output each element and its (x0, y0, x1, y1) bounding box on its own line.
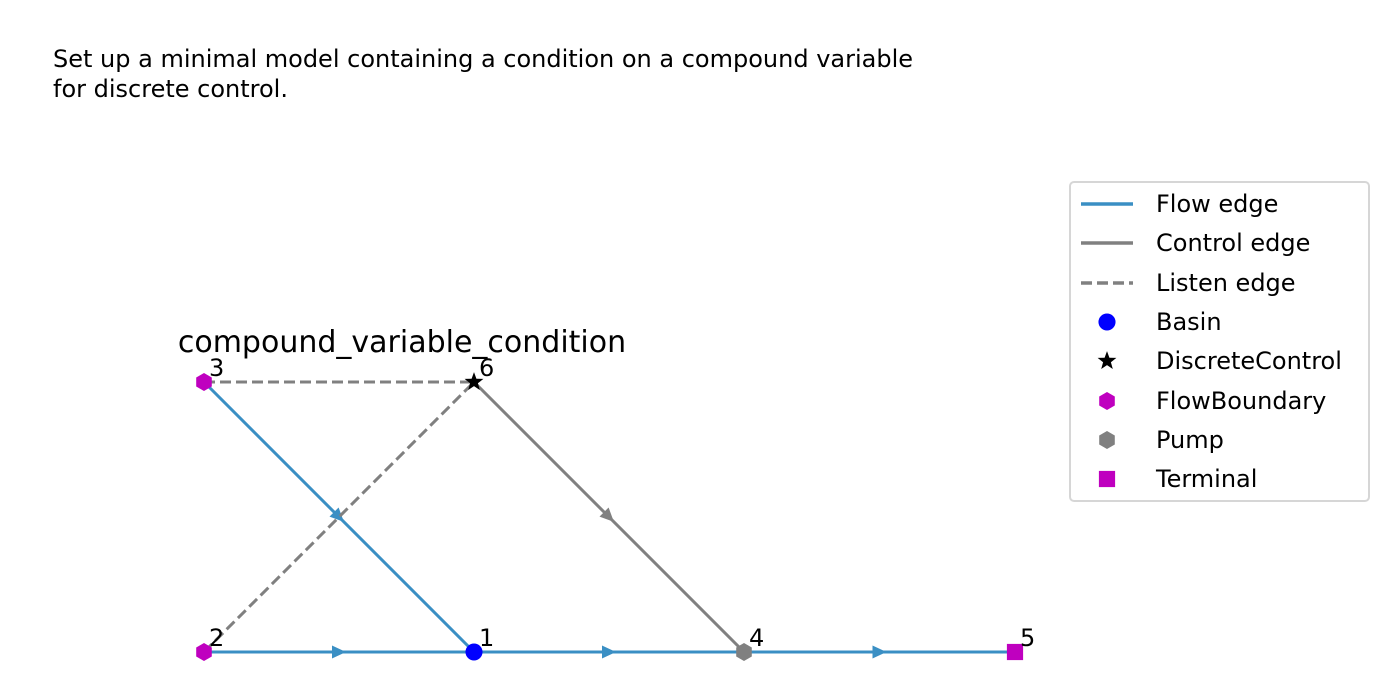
legend-item-listen-edge: Listen edge (1071, 268, 1368, 298)
network-diagram: compound_variable_condition 1 2 3 4 5 6 (178, 325, 1035, 661)
legend-symbol-control-line (1081, 241, 1133, 246)
legend-item-flow-edge: Flow edge (1071, 189, 1368, 219)
discretecontrol-marker-sample (1097, 351, 1117, 370)
legend-item-flowboundary: FlowBoundary (1071, 386, 1368, 416)
legend-label: Pump (1156, 425, 1224, 454)
diagram-title: compound_variable_condition (178, 325, 626, 360)
flow-edge-arrow-1-4 (602, 645, 616, 659)
basin-marker-sample (1098, 313, 1116, 331)
edges-layer (202, 380, 1015, 659)
legend-symbol-flow-line (1081, 202, 1133, 206)
legend-label: Flow edge (1156, 190, 1279, 218)
legend-item-basin: Basin (1071, 307, 1368, 337)
legend-label: DiscreteControl (1156, 347, 1342, 376)
node-label-4: 4 (749, 624, 764, 652)
flow-edge-arrow-4-5 (872, 645, 887, 659)
flow-edge-arrow-3-1 (329, 507, 344, 522)
legend-symbol-discretecontrol-marker (1097, 351, 1117, 370)
legend-label: FlowBoundary (1156, 386, 1327, 415)
flow-edge-arrow-2-1 (332, 645, 346, 659)
legend-symbol-listen-line (1081, 280, 1133, 285)
node-6-discretecontrol-marker (464, 372, 484, 390)
legend-label: Listen edge (1156, 268, 1296, 297)
node-label-6: 6 (479, 354, 494, 382)
legend-item-discretecontrol: DiscreteControl (1071, 346, 1368, 376)
legend-label: Terminal (1156, 465, 1258, 494)
node-5-terminal-marker (1006, 643, 1024, 661)
flowboundary-marker-sample (1099, 391, 1115, 410)
node-label-1: 1 (479, 624, 494, 652)
pump-marker-sample (1099, 430, 1115, 449)
node-1-basin-marker (465, 643, 483, 661)
terminal-marker-sample (1098, 470, 1116, 488)
node-label-2: 2 (209, 624, 224, 652)
node-2-flowboundary-marker (196, 643, 212, 661)
nodes-layer: 1 2 3 4 5 6 (196, 354, 1035, 661)
control-edge-arrow-6-4 (599, 507, 614, 522)
description-text: Set up a minimal model containing a cond… (53, 45, 914, 103)
node-label-5: 5 (1020, 624, 1035, 652)
legend-label: Control edge (1156, 229, 1311, 258)
node-4-pump-marker (736, 643, 752, 661)
legend-symbol-pump-marker (1099, 430, 1115, 449)
legend-item-control-edge: Control edge (1071, 228, 1368, 258)
node-label-3: 3 (209, 354, 224, 382)
legend-symbol-flowboundary-marker (1099, 391, 1115, 410)
legend-symbol-terminal-marker (1098, 470, 1116, 488)
legend-item-pump: Pump (1071, 425, 1368, 455)
legend-symbol-basin-marker (1098, 313, 1116, 331)
legend-item-terminal: Terminal (1071, 464, 1368, 494)
node-3-flowboundary-marker (196, 373, 212, 391)
legend-label: Basin (1156, 307, 1222, 336)
